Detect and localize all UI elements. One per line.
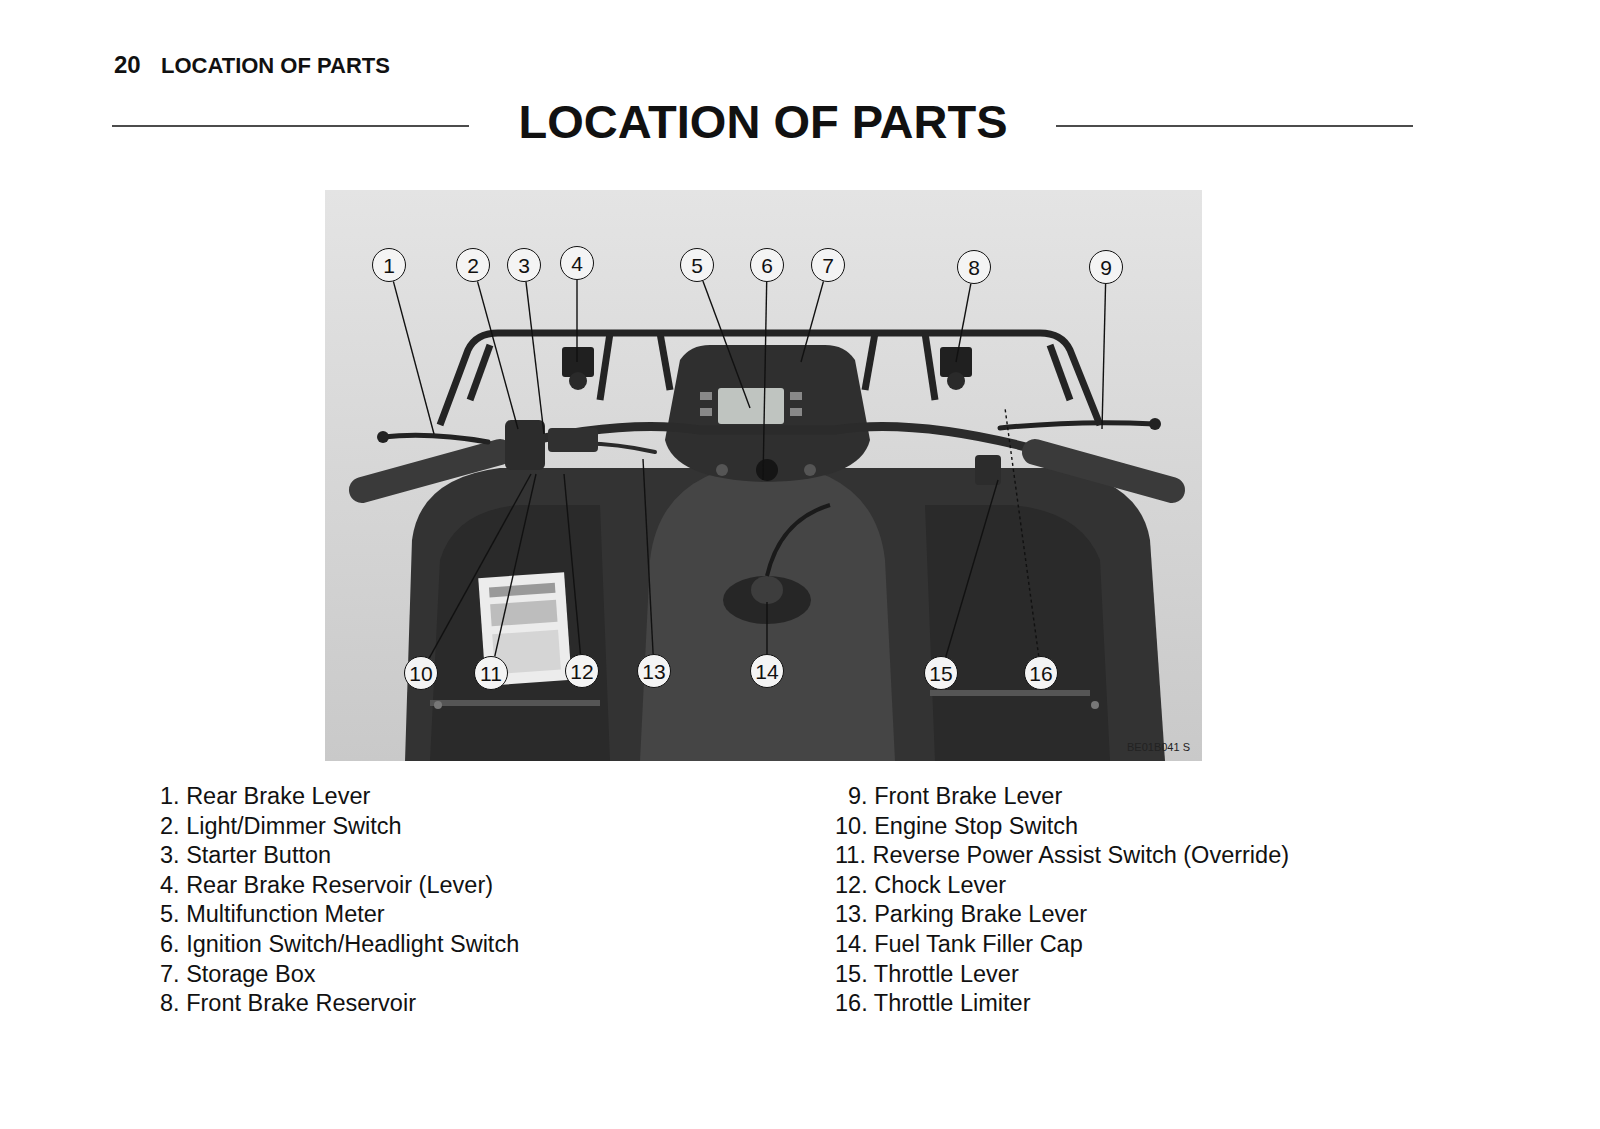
brake-reservoir [562,347,972,390]
page-number: 20 [114,52,141,78]
switch-housing [505,420,1001,485]
warning-label [478,572,571,686]
leader-line [477,281,518,429]
part-list-item: 1. Rear Brake Lever [160,784,370,810]
callout-circle: 7 [811,248,845,282]
callout-circle: 6 [750,248,784,282]
part-list-item: 7. Storage Box [160,962,315,988]
leader-line [643,459,653,654]
atv-body [405,462,1165,761]
leader-line [766,602,767,654]
part-list-item: 15. Throttle Lever [835,962,1019,988]
leader-line [393,281,434,434]
callout-number: 8 [968,257,980,278]
part-list-item: 4. Rear Brake Reservoir (Lever) [160,873,493,899]
part-list-item: 10. Engine Stop Switch [835,814,1078,840]
part-list-item: 5. Multifunction Meter [160,902,385,928]
leader-line [1005,408,1039,656]
callout-circle: 1 [372,248,406,282]
callout-circle: 16 [1024,656,1058,690]
leader-line [946,480,998,657]
running-head: LOCATION OF PARTS [161,54,390,78]
part-list-item: 6. Ignition Switch/Headlight Switch [160,932,519,958]
title-rule [112,125,469,127]
callout-number: 11 [480,663,502,684]
callout-number: 12 [570,661,593,682]
callout-number: 4 [571,253,583,274]
leader-line [956,284,971,362]
photo-ground [325,190,1202,761]
leader-line [576,280,577,362]
callout-number: 6 [761,255,773,276]
part-list-item: 2. Light/Dimmer Switch [160,814,402,840]
leader-lines [393,280,1105,658]
callout-number: 10 [409,663,432,684]
handlebar [362,418,1172,490]
fuel-filler-cap [723,505,830,624]
callout-circle: 14 [750,654,784,688]
part-list-item: 8. Front Brake Reservoir [160,991,416,1017]
callout-circle: 8 [957,250,991,284]
part-list-item: 9. Front Brake Lever [848,784,1062,810]
callout-number: 13 [642,661,665,682]
part-list-item: 14. Fuel Tank Filler Cap [835,932,1083,958]
leader-line [801,281,823,362]
callout-number: 7 [822,255,834,276]
leader-line [703,281,750,408]
callout-circle: 4 [560,246,594,280]
leader-line [526,282,544,434]
callout-circle: 9 [1089,250,1123,284]
callout-circle: 10 [404,656,438,690]
callout-number: 9 [1100,257,1112,278]
part-list-item: 16. Throttle Limiter [835,991,1030,1017]
callout-number: 1 [383,255,395,276]
part-list-item: 12. Chock Lever [835,873,1006,899]
meter-panel [665,345,870,482]
leader-line [495,474,536,656]
callout-number: 15 [929,663,952,684]
callout-circle: 12 [565,654,599,688]
page-title: LOCATION OF PARTS [518,96,1007,148]
part-list-item: 11. Reverse Power Assist Switch (Overrid… [835,843,1289,869]
callout-number: 14 [755,661,778,682]
leader-line [564,474,580,654]
callout-number: 2 [467,255,479,276]
title-rule [1056,125,1413,127]
part-list-item: 13. Parking Brake Lever [835,902,1087,928]
leader-line [1102,284,1106,429]
callout-circle: 15 [924,656,958,690]
callout-circle: 13 [637,654,671,688]
figure-code: BE01B041 S [1127,741,1190,753]
callout-circle: 5 [680,248,714,282]
callout-number: 5 [691,255,703,276]
part-list-item: 3. Starter Button [160,843,331,869]
callout-circle: 11 [474,656,508,690]
callout-circle: 3 [507,248,541,282]
callout-number: 16 [1029,663,1052,684]
callout-circle: 2 [456,248,490,282]
leader-line [763,282,767,480]
callout-number: 3 [518,255,530,276]
